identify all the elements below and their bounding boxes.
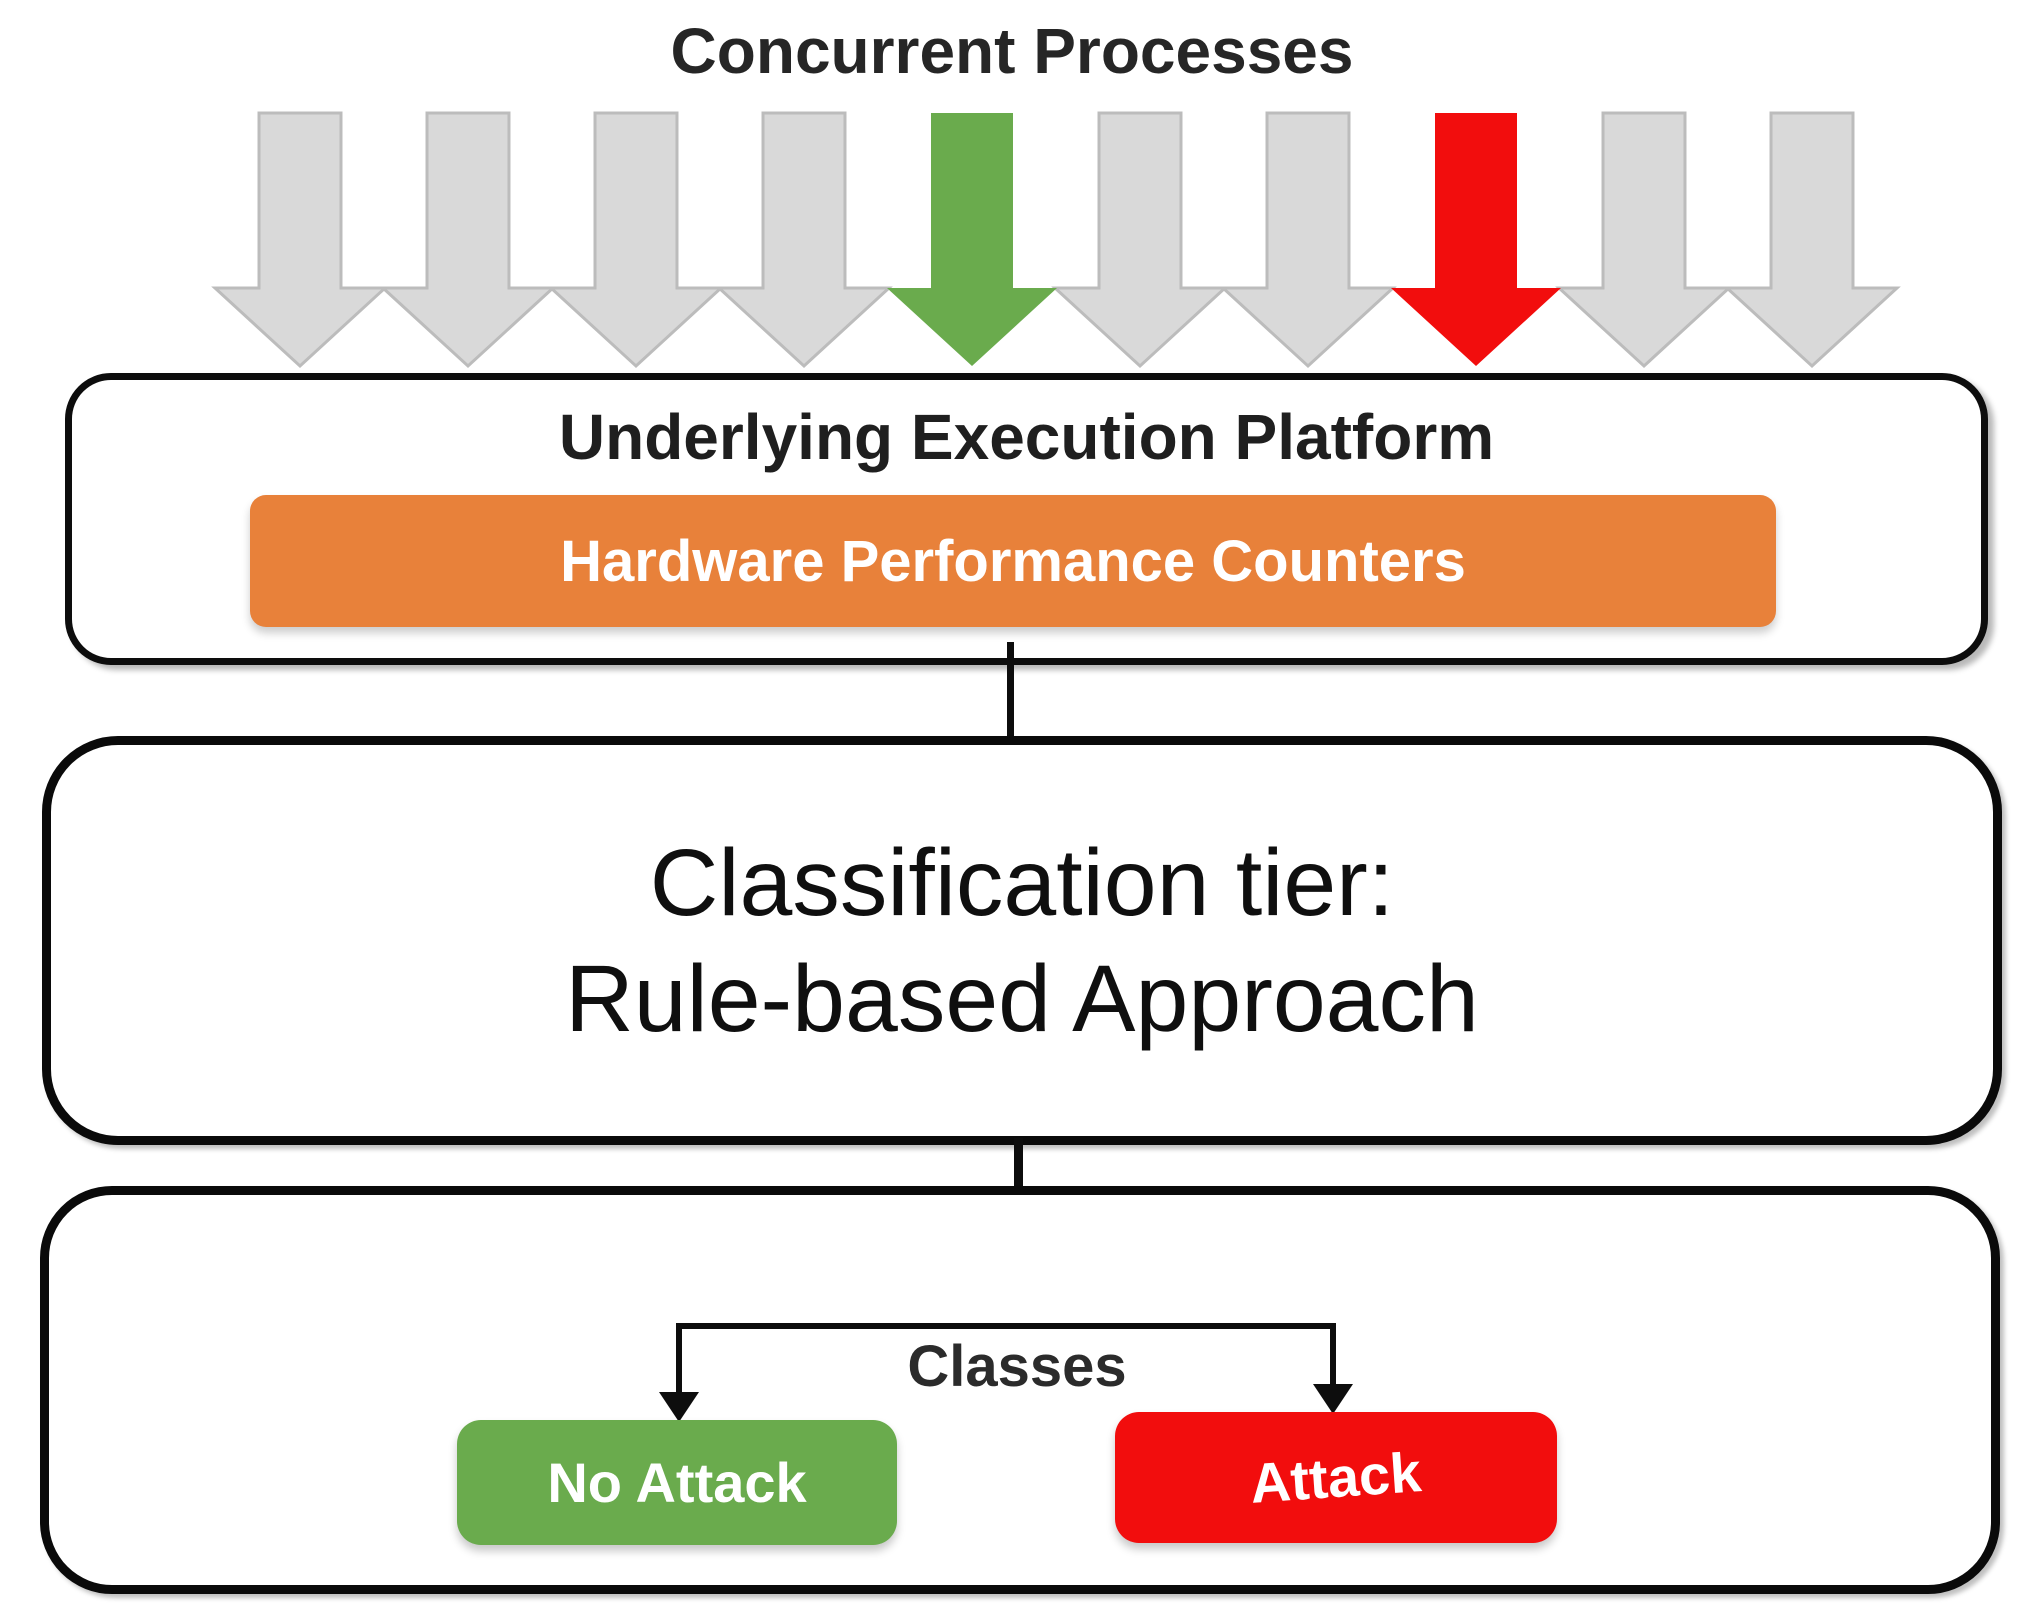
process-arrow-gray-icon	[1219, 111, 1397, 369]
hardware-performance-counters-label: Hardware Performance Counters	[560, 528, 1466, 594]
no-attack-label: No Attack	[547, 1451, 807, 1514]
classes-label: Classes	[907, 1334, 1127, 1399]
process-arrow-gray-icon	[1555, 111, 1733, 369]
classes-bracket-right-leg	[1330, 1323, 1336, 1391]
process-arrow-gray-icon	[1051, 111, 1229, 369]
concurrent-process-arrows	[211, 111, 1901, 369]
classes-bracket-horizontal	[676, 1323, 1336, 1329]
platform-label: Underlying Execution Platform	[558, 401, 1495, 473]
bracket-right-arrowhead-icon	[1313, 1384, 1353, 1414]
classification-line-2: Rule-based Approach	[565, 945, 1479, 1052]
process-arrow-red-icon	[1391, 113, 1561, 366]
flow-arrow-platform-to-classification	[1007, 642, 1014, 758]
platform-box: Underlying Execution Platform Hardware P…	[65, 373, 1988, 665]
output-box	[40, 1186, 2000, 1594]
process-arrow-gray-icon	[1723, 111, 1901, 369]
classes-bracket-left-leg	[676, 1323, 682, 1398]
process-arrow-gray-icon	[547, 111, 725, 369]
attack-label: Attack	[1248, 1440, 1424, 1515]
process-arrow-gray-icon	[379, 111, 557, 369]
class-box-attack: Attack	[1115, 1412, 1557, 1543]
process-arrow-gray-icon	[715, 111, 893, 369]
classification-box: Classification tier: Rule-based Approach	[42, 736, 2002, 1145]
bracket-left-arrowhead-icon	[659, 1392, 699, 1422]
hardware-performance-counters-box: Hardware Performance Counters	[250, 495, 1776, 627]
process-arrow-gray-icon	[211, 111, 389, 369]
process-arrow-green-icon	[887, 113, 1057, 366]
class-box-no-attack: No Attack	[457, 1420, 897, 1545]
classification-line-1: Classification tier:	[649, 829, 1395, 936]
diagram-title: Concurrent Processes	[670, 15, 1354, 87]
